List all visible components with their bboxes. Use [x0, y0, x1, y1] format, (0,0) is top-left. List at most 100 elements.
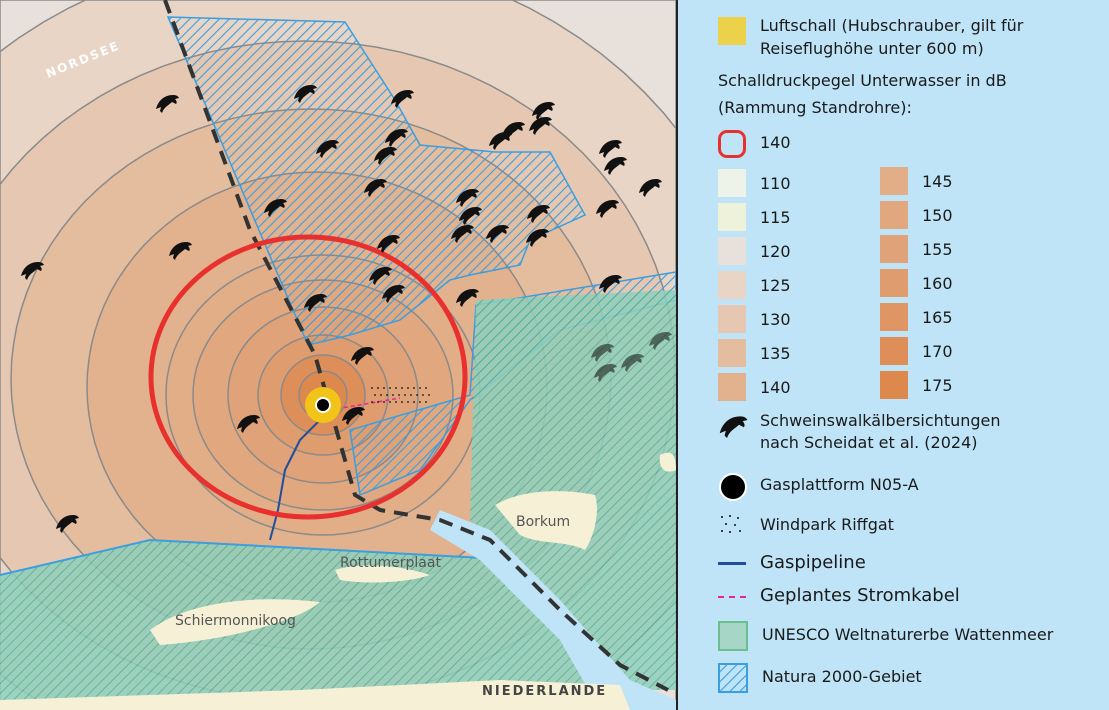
wind-turbine	[389, 387, 391, 389]
label-rottumerplaat: Rottumerplaat	[340, 555, 441, 571]
level-label: 130	[760, 310, 791, 329]
mainland	[0, 680, 630, 710]
wind-turbine	[407, 401, 409, 403]
threshold-140-swatch	[718, 130, 746, 158]
level-label: 150	[922, 206, 953, 225]
airborne-noise-label-2: Reiseflughöhe unter 600 m)	[760, 39, 984, 58]
airborne-noise-label-1: Luftschall (Hubschrauber, gilt für	[760, 16, 1024, 35]
wind-turbine	[404, 394, 406, 396]
natura-2000-border-south	[0, 538, 521, 576]
wind-turbine	[425, 387, 427, 389]
level-130-swatch	[718, 305, 746, 333]
threshold-140-contour	[148, 234, 468, 520]
underwater-title-1: Schalldruckpegel Unterwasser in dB	[718, 71, 1007, 90]
porpoise-label-2: nach Scheidat et al. (2024)	[760, 433, 978, 452]
level-label: 145	[922, 172, 953, 191]
natura-2000-swatch	[718, 663, 748, 693]
wind-turbine	[422, 394, 424, 396]
label-schiermonnikoog: Schiermonnikoog	[175, 613, 296, 629]
level-160-swatch	[880, 269, 908, 297]
wind-turbine	[386, 394, 388, 396]
legend: Luftschall (Hubschrauber, gilt für Reise…	[678, 0, 1109, 710]
wind-turbine	[419, 401, 421, 403]
border-line	[163, 0, 669, 692]
level-label: 120	[760, 242, 791, 261]
level-115-swatch	[718, 203, 746, 231]
level-170-swatch	[880, 337, 908, 365]
wind-turbine	[407, 387, 409, 389]
porpoise-icon	[719, 416, 748, 438]
wind-turbine	[383, 387, 385, 389]
natura-2000-label: Natura 2000-Gebiet	[762, 667, 922, 686]
level-label: 110	[760, 174, 791, 193]
cable-legend-line	[718, 596, 746, 598]
wind-turbine	[377, 387, 379, 389]
wind-turbine	[383, 401, 385, 403]
level-label: 125	[760, 276, 791, 295]
level-label: 115	[760, 208, 791, 227]
level-110-swatch	[718, 169, 746, 197]
wind-turbine	[401, 387, 403, 389]
unesco-wadden-sea-east	[470, 290, 676, 690]
planned-power-cable	[329, 397, 401, 411]
unesco-label: UNESCO Weltnaturerbe Wattenmeer	[762, 625, 1054, 644]
wind-turbine	[416, 394, 418, 396]
wind-turbine	[377, 401, 379, 403]
level-135-swatch	[718, 339, 746, 367]
windpark-icon	[721, 515, 741, 533]
unesco-swatch	[718, 621, 748, 651]
unesco-wadden-sea-south	[0, 540, 620, 710]
wind-turbine	[419, 387, 421, 389]
gas-platform-legend-icon	[719, 473, 747, 501]
level-140-swatch	[718, 373, 746, 401]
pipeline-label: Gaspipeline	[760, 552, 866, 573]
level-150-swatch	[880, 201, 908, 229]
wind-turbine	[410, 394, 412, 396]
threshold-140-label: 140	[760, 133, 791, 152]
wind-turbine	[380, 394, 382, 396]
wind-turbine	[425, 401, 427, 403]
wind-turbine	[395, 387, 397, 389]
level-125-swatch	[718, 271, 746, 299]
island-schiermonnikoog	[150, 599, 320, 645]
windpark-riffgat	[371, 387, 430, 403]
gas-platform-label: Gasplattform N05-A	[760, 475, 919, 494]
airborne-noise-swatch	[718, 17, 746, 45]
level-label: 135	[760, 344, 791, 363]
gas-platform-icon	[315, 397, 331, 413]
island-rottumerplaat	[335, 565, 430, 583]
level-label: 170	[922, 342, 953, 361]
island-east	[659, 452, 676, 472]
map-legend-divider	[676, 0, 678, 710]
level-165-swatch	[880, 303, 908, 331]
islands	[0, 452, 676, 710]
level-label: 140	[760, 378, 791, 397]
wind-turbine	[401, 401, 403, 403]
label-borkum: Borkum	[516, 514, 570, 530]
label-niederlande: NIEDERLANDE	[482, 684, 607, 699]
level-label: 155	[922, 240, 953, 259]
ems-channel	[430, 510, 676, 710]
wind-turbine	[413, 401, 415, 403]
island-borkum	[495, 491, 597, 550]
level-155-swatch	[880, 235, 908, 263]
level-120-swatch	[718, 237, 746, 265]
wind-turbine	[371, 401, 373, 403]
porpoise-label-1: Schweinswalkälbersichtungen	[760, 411, 1001, 430]
level-label: 160	[922, 274, 953, 293]
underwater-title-2: (Rammung Standrohre):	[718, 98, 912, 117]
level-label: 165	[922, 308, 953, 327]
wind-turbine	[428, 394, 430, 396]
wind-turbine	[389, 401, 391, 403]
wind-turbine	[398, 394, 400, 396]
wind-turbine	[392, 394, 394, 396]
windpark-label: Windpark Riffgat	[760, 515, 894, 534]
wind-turbine	[413, 387, 415, 389]
pipeline-legend-line	[718, 562, 746, 565]
level-label: 175	[922, 376, 953, 395]
level-145-swatch	[880, 167, 908, 195]
level-175-swatch	[880, 371, 908, 399]
wind-turbine	[374, 394, 376, 396]
wind-turbine	[371, 387, 373, 389]
natura-2000-area-east	[349, 271, 676, 497]
